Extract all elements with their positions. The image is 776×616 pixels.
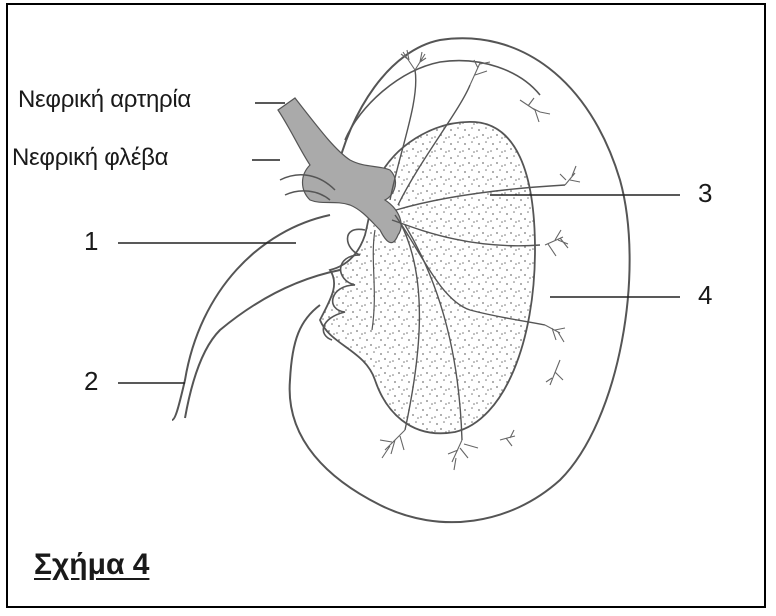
label-1: 1 <box>84 226 98 257</box>
label-renal-vein: Νεφρική φλέβα <box>12 144 168 172</box>
label-2: 2 <box>84 366 98 397</box>
label-3: 3 <box>698 178 712 209</box>
ureter-inner <box>185 270 340 418</box>
label-renal-artery: Νεφρική αρτηρία <box>18 86 191 114</box>
renal-artery-vessel <box>278 98 401 243</box>
label-4: 4 <box>698 280 712 311</box>
figure-caption: Σχήμα 4 <box>34 548 149 582</box>
